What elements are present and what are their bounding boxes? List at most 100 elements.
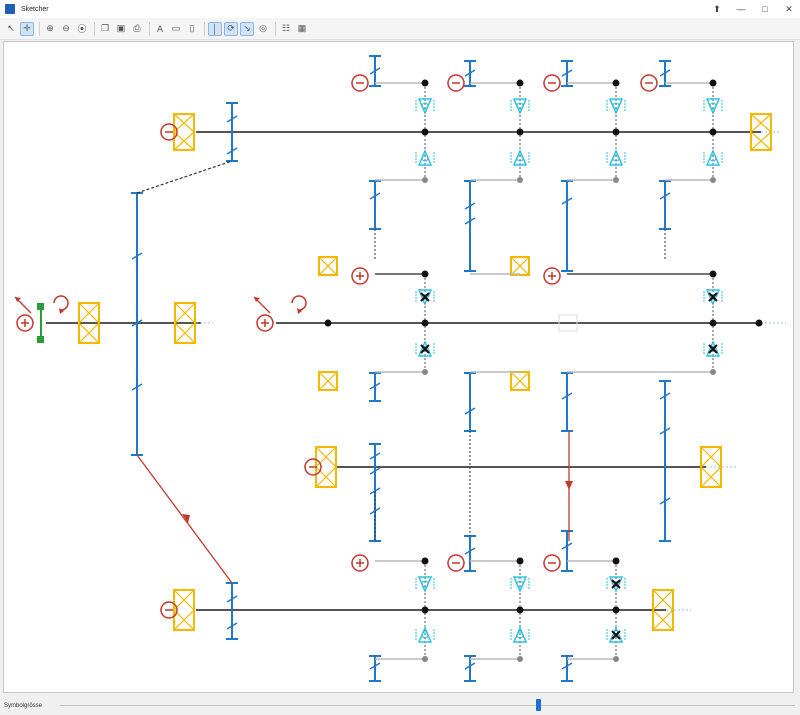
symbol-size-slider[interactable] [60, 705, 795, 706]
zoom-out-icon[interactable]: ⊖ [62, 23, 70, 33]
clutch-ring[interactable] [421, 154, 429, 162]
gear-tooth[interactable] [659, 497, 671, 505]
node-dot[interactable] [517, 177, 523, 183]
arrow-tool-icon[interactable]: ↘ [240, 21, 254, 36]
gear-tooth[interactable] [369, 467, 381, 475]
clutch[interactable] [417, 98, 433, 115]
node-dot[interactable] [421, 79, 429, 87]
bearing-cross[interactable] [174, 322, 196, 344]
node-dot[interactable] [516, 557, 524, 565]
node-dot[interactable] [709, 79, 717, 87]
node-dot[interactable] [517, 656, 523, 662]
bearing-cross[interactable] [78, 302, 100, 324]
clutch-ring[interactable] [709, 102, 717, 110]
gear-tooth[interactable] [131, 319, 143, 327]
node-dot[interactable] [709, 128, 717, 136]
pin-icon[interactable]: ⬆ [713, 4, 721, 14]
bearing-cross[interactable] [750, 131, 772, 151]
bearing-cross[interactable] [700, 446, 722, 468]
minus-icon[interactable] [640, 74, 658, 92]
clutch[interactable] [512, 149, 528, 166]
bearing[interactable] [510, 256, 530, 276]
clutch[interactable] [608, 98, 624, 115]
gear-tooth[interactable] [464, 202, 476, 210]
node-dot[interactable] [612, 128, 620, 136]
plus-icon[interactable] [16, 314, 34, 332]
save-icon[interactable]: ▣ [116, 23, 126, 33]
bearing-cross[interactable] [700, 466, 722, 488]
node-dot[interactable] [612, 557, 620, 565]
node-dot[interactable] [422, 177, 428, 183]
clutch-ring[interactable] [421, 580, 429, 588]
clutch-cross[interactable] [611, 630, 621, 640]
gear-tooth[interactable] [464, 217, 476, 225]
clutch-ring[interactable] [516, 154, 524, 162]
clutch-ring[interactable] [709, 154, 717, 162]
node-dot[interactable] [613, 177, 619, 183]
clutch[interactable] [417, 289, 433, 306]
rotation-icon[interactable] [53, 295, 69, 311]
node-dot[interactable] [709, 319, 717, 327]
clutch-ring[interactable] [516, 631, 524, 639]
gear-tooth[interactable] [226, 622, 238, 630]
minus-icon[interactable] [351, 74, 369, 92]
bearing-cross[interactable] [173, 113, 195, 133]
node-dot[interactable] [755, 319, 763, 327]
bearing-cross[interactable] [510, 256, 530, 276]
clutch-cross[interactable] [611, 579, 621, 589]
minus-icon[interactable] [160, 601, 178, 619]
bearing-cross[interactable] [174, 302, 196, 324]
node-dot[interactable] [422, 656, 428, 662]
clutch[interactable] [417, 340, 433, 357]
bearing-cross[interactable] [750, 113, 772, 133]
gear-tooth[interactable] [659, 427, 671, 435]
clutch-ring[interactable] [516, 102, 524, 110]
bearing-cross[interactable] [652, 609, 674, 631]
gear-tooth[interactable] [369, 382, 381, 390]
bearing-cross[interactable] [173, 131, 195, 151]
minus-icon[interactable] [304, 458, 322, 476]
minimize-button[interactable]: — [736, 4, 746, 14]
node-dot[interactable] [421, 128, 429, 136]
plus-icon[interactable] [351, 267, 369, 285]
zoom-fit-icon[interactable]: ⦿ [77, 24, 87, 34]
node-dot[interactable] [710, 177, 716, 183]
gear-tooth[interactable] [464, 69, 476, 77]
bearing-cross[interactable] [315, 466, 337, 488]
gear-link[interactable] [136, 160, 233, 194]
bearing-cross[interactable] [510, 371, 530, 391]
text-tool-icon[interactable]: A [156, 23, 163, 34]
clutch[interactable] [705, 340, 721, 357]
node-dot[interactable] [324, 319, 332, 327]
clutch-cross[interactable] [708, 344, 718, 354]
clutch[interactable] [417, 576, 433, 593]
symbol-size-slider-thumb[interactable] [535, 699, 541, 711]
bearing[interactable] [315, 446, 337, 488]
gear-tooth[interactable] [369, 452, 381, 460]
grid-icon[interactable]: ▦ [297, 23, 307, 33]
pan-tool-icon[interactable]: ✛ [20, 21, 34, 36]
bearing-cross[interactable] [318, 371, 338, 391]
gear-tooth[interactable] [659, 69, 671, 77]
sketch-canvas[interactable] [3, 41, 794, 693]
maximize-button[interactable]: □ [762, 4, 768, 14]
gear-tooth[interactable] [561, 69, 573, 77]
select-tool-icon[interactable]: ↖ [7, 23, 15, 33]
bearing-cross[interactable] [315, 446, 337, 468]
arrow-head[interactable] [182, 514, 190, 523]
node-dot[interactable] [516, 606, 524, 614]
close-button[interactable]: ✕ [785, 4, 793, 14]
clutch-cross[interactable] [420, 292, 430, 302]
gear-tooth[interactable] [464, 662, 476, 670]
arrow-head[interactable] [565, 481, 573, 490]
clutch-ring[interactable] [516, 580, 524, 588]
node-dot[interactable] [516, 128, 524, 136]
bearing-cross[interactable] [173, 609, 195, 631]
plus-icon[interactable] [256, 314, 274, 332]
gear-tooth[interactable] [561, 392, 573, 400]
rotation-arrow[interactable] [297, 308, 302, 314]
minus-icon[interactable] [160, 123, 178, 141]
rotation-arrow[interactable] [59, 308, 64, 314]
clutch-ring[interactable] [421, 631, 429, 639]
minus-icon[interactable] [543, 74, 561, 92]
